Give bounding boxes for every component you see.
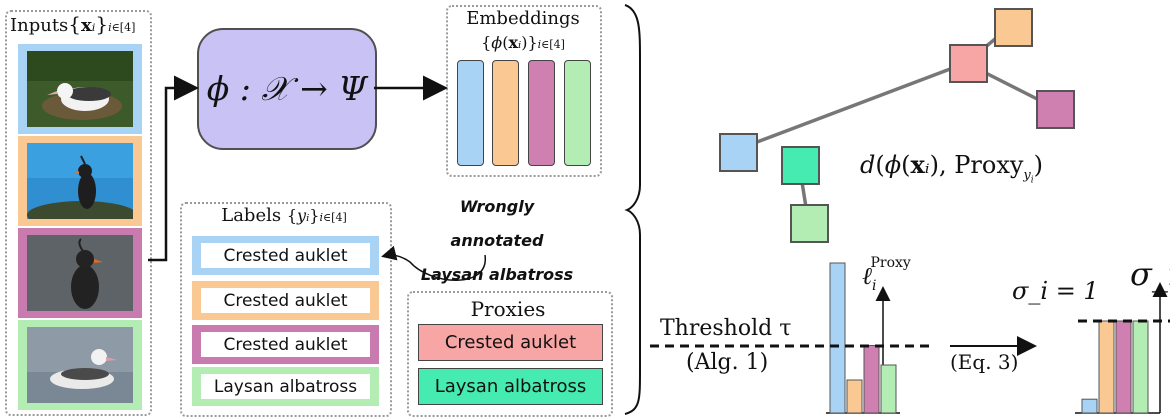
embeddings-title: Embeddings [466, 8, 580, 29]
proxy-item-auklet: Crested auklet [418, 324, 603, 361]
embedding-bar-1 [457, 60, 484, 166]
inputs-panel [5, 10, 152, 416]
loss-bar-4 [880, 364, 897, 414]
albatross-nest-photo [27, 51, 133, 127]
labels-title: Labels {yᵢ}i∈[4] [221, 205, 347, 226]
curly-brace [624, 4, 641, 415]
eq3-label: (Eq. 3) [950, 350, 1019, 374]
label-item-4: Laysan albatross [192, 367, 379, 406]
embeddings-notation: {ϕ(xᵢ)}i∈[4] [481, 33, 565, 52]
proxies-title: Proxies [470, 297, 546, 321]
sigma-bar-2 [1098, 320, 1115, 414]
threshold-ref: (Alg. 1) [686, 350, 769, 375]
auklet-rock-photo [27, 143, 133, 219]
proxy-node-albatross [781, 146, 820, 185]
embedding-bar-2 [492, 60, 519, 166]
inputs-title: Inputs{xᵢ}i∈[4] [10, 12, 136, 36]
embedding-bar-3 [528, 60, 555, 166]
auklet-photo [27, 235, 133, 311]
proxy-node-auklet [949, 44, 988, 83]
threshold-label: Threshold τ [660, 316, 792, 341]
loss-and-sigma-charts [650, 262, 1170, 414]
sigma-value-label: σ_i = 1 [1012, 277, 1099, 305]
label-text: Crested auklet [201, 288, 370, 313]
label-text: Crested auklet [201, 243, 370, 268]
loss-bar-1 [829, 262, 846, 414]
proxies-panel [407, 291, 613, 417]
loss-axis-label: ℓiProxy [862, 255, 911, 294]
sigma-bar-1 [1081, 398, 1098, 414]
annotation-arrow [381, 245, 486, 281]
input-image-2 [18, 136, 142, 226]
input-image-4 [18, 320, 142, 410]
loss-bar-3 [863, 345, 880, 414]
wrong-annotation-note: Wrongly annotated Laysan albatross [412, 190, 582, 292]
input-image-3 [18, 228, 142, 318]
label-text: Crested auklet [201, 332, 370, 357]
embedding-node-green [790, 204, 829, 243]
distance-formula: d(ϕ(xᵢ), Proxyyi) [860, 150, 1044, 186]
embedding-bar-4 [564, 60, 591, 166]
model-box: ϕ : 𝒳 → Ψ [197, 28, 377, 150]
label-item-3: Crested auklet [192, 325, 379, 364]
sigma-bar-3 [1115, 320, 1132, 414]
annotation-line-2: Laysan albatross [420, 265, 574, 284]
input-to-model-arrow [148, 75, 199, 262]
sigma-bar-4 [1132, 320, 1149, 414]
label-text: Laysan albatross [201, 374, 370, 399]
sigma-axis-label: σ_i [1130, 255, 1170, 293]
annotation-line-1: Wrongly annotated [450, 197, 544, 250]
labels-panel [180, 202, 392, 417]
loss-bar-2 [846, 379, 863, 414]
embedding-node-purple [1036, 90, 1075, 129]
embedding-node-orange [994, 8, 1033, 47]
albatross-swimming-photo [27, 327, 133, 403]
label-item-1: Crested auklet [192, 236, 379, 275]
input-image-1 [18, 44, 142, 134]
proxy-item-albatross: Laysan albatross [418, 368, 603, 405]
embedding-node-blue [719, 133, 758, 172]
label-item-2: Crested auklet [192, 281, 379, 320]
